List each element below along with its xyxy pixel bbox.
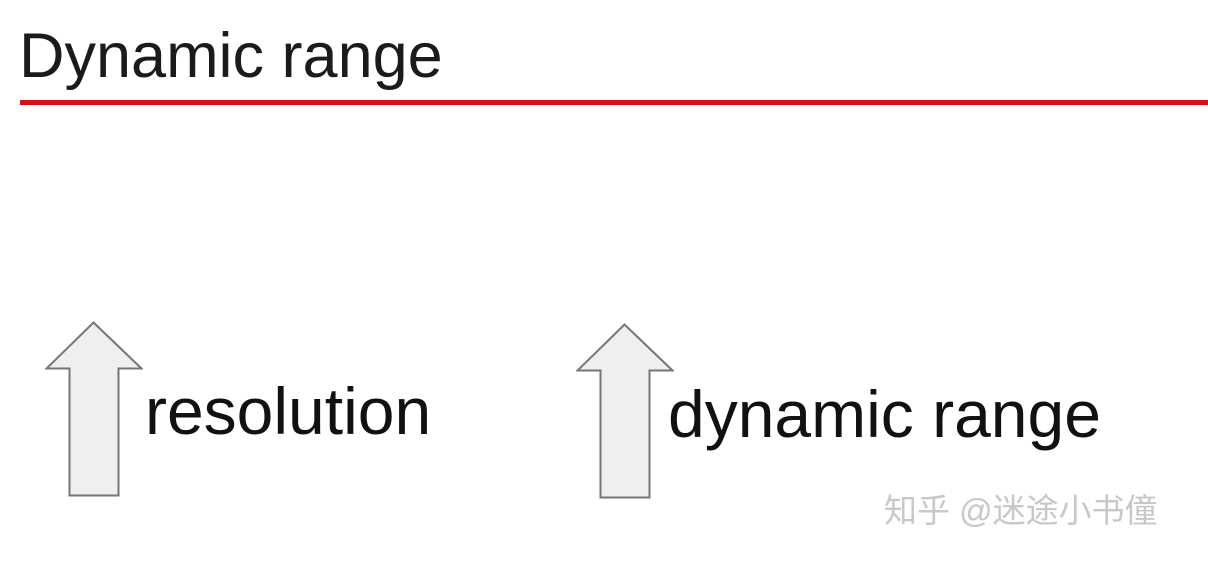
page-title: Dynamic range	[19, 21, 443, 91]
dynamic-range-arrow-group	[576, 323, 674, 499]
up-arrow-icon	[45, 321, 143, 497]
title-underline-rule	[20, 100, 1208, 105]
up-arrow-shape	[45, 321, 143, 497]
resolution-label: resolution	[145, 374, 432, 448]
up-arrow-shape	[576, 323, 674, 499]
up-arrow-icon	[576, 323, 674, 499]
dynamic-range-label: dynamic range	[668, 377, 1101, 451]
resolution-arrow-group	[45, 321, 143, 497]
zhihu-watermark: 知乎 @迷途小书僮	[884, 492, 1158, 529]
